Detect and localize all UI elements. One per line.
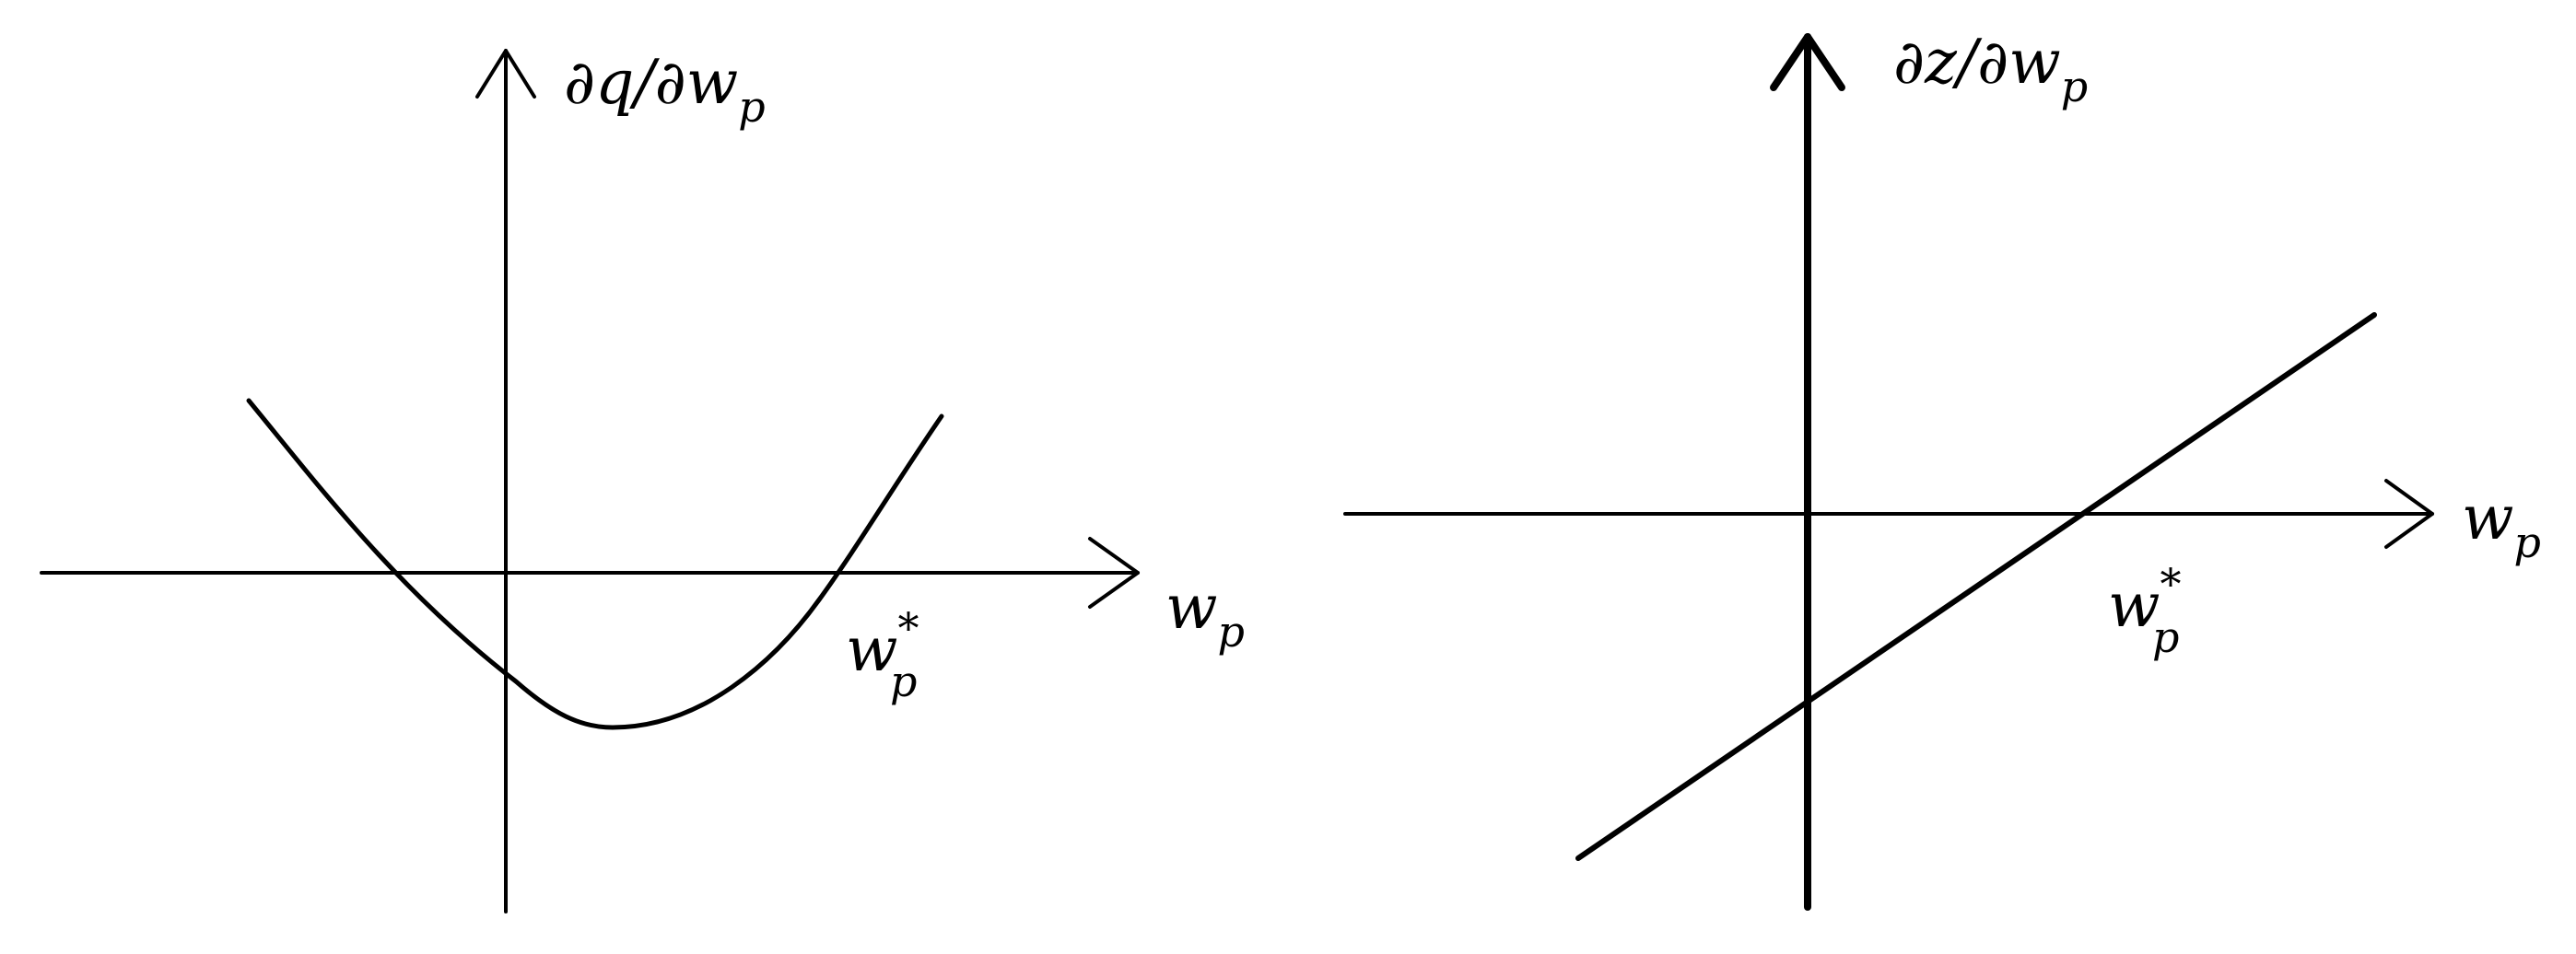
left-y-axis-label-sub: p — [738, 82, 765, 132]
right-x-axis-label-sub: p — [2514, 518, 2541, 567]
right-linear-line — [1575, 312, 2377, 861]
left-x-axis-label-main: w — [1165, 572, 1218, 643]
left-y-axis-label: ∂q/∂wp — [564, 47, 766, 132]
right-x-axis-arrowhead — [2384, 479, 2434, 549]
right-root-label-main: w — [2108, 570, 2160, 641]
right-y-axis-label: ∂z/∂wp — [1893, 27, 2088, 111]
left-root-label: w* — [846, 603, 919, 685]
right-panel: ∂z/∂wp wp w* p — [1343, 27, 2541, 911]
left-root-label-subscript: p — [890, 657, 917, 706]
left-x-axis-label-sub: p — [1218, 607, 1245, 657]
left-panel: ∂q/∂wp wp w* p — [40, 47, 1245, 913]
left-y-axis-label-main: ∂q/∂w — [564, 47, 738, 118]
left-root-label-sup: * — [898, 603, 919, 653]
left-root-label-main: w — [846, 614, 898, 685]
right-root-label: w* — [2108, 559, 2182, 641]
right-y-axis-label-sub: p — [2061, 62, 2088, 111]
left-y-axis-arrowhead — [475, 49, 536, 99]
right-x-axis-label: wp — [2462, 483, 2541, 567]
right-y-axis-arrowhead — [1770, 33, 1845, 91]
right-root-label-sup: * — [2160, 559, 2182, 609]
right-x-axis-label-main: w — [2462, 483, 2514, 553]
left-u-curve — [246, 398, 944, 730]
left-x-axis-arrowhead — [1088, 537, 1140, 609]
right-root-label-subscript: p — [2152, 612, 2179, 662]
left-x-axis-label: wp — [1165, 572, 1245, 657]
right-y-axis-label-main: ∂z/∂w — [1893, 27, 2061, 98]
